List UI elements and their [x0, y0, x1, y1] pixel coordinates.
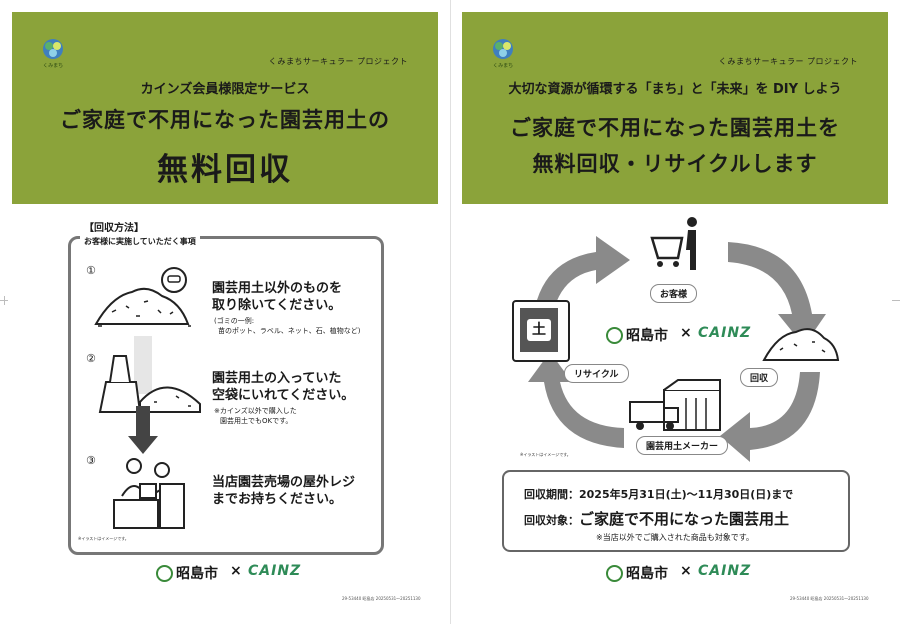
kumimachi-logo-icon — [43, 39, 63, 59]
arrow-top-left — [531, 236, 630, 342]
illustration-note: ※イラストはイメージです。 — [78, 536, 129, 541]
crop-mark — [4, 296, 5, 305]
collection-target: 回収対象：ご家庭で不用になった園芸用土 — [524, 510, 790, 528]
method-subtitle: お客様に実施していただく事項 — [84, 237, 196, 246]
recycle-cycle-arrows — [528, 236, 826, 462]
step-3-text: 当店園芸売場の屋外レジまでお持ちください。 — [212, 475, 356, 507]
factory-truck-icon — [629, 379, 721, 431]
method-heading: 【回収方法】 お客様に実施していただく事項 — [80, 222, 200, 248]
arrow-bottom-left — [528, 352, 624, 448]
method-title: 【回収方法】 — [84, 223, 144, 234]
collection-period: 回収期間：2025年5月31日(土)〜11月30日(日)まで — [524, 488, 794, 501]
divider — [450, 0, 451, 624]
banner-big-title: 無料回収 — [157, 152, 293, 188]
illustration-note: ※イラストはイメージです。 — [520, 452, 571, 457]
info-box: 回収期間：2025年5月31日(土)〜11月30日(日)まで 回収対象：ご家庭で… — [502, 470, 850, 552]
banner-title: ご家庭で不用になった園芸用土の — [60, 108, 390, 132]
soil-pile-icon — [94, 267, 191, 327]
step-2-text: 園芸用土の入っていた空袋にいれてください。 — [212, 371, 355, 403]
soil-pile-icon — [762, 328, 840, 361]
step-number: ① — [86, 264, 96, 277]
right-flyer: くみまち くみまちサーキュラー プロジェクト 大切な資源が循環する「まち」と「未… — [450, 0, 900, 624]
right-banner: くみまち くみまちサーキュラー プロジェクト 大切な資源が循環する「まち」と「未… — [462, 12, 888, 204]
print-code: 29-53440 昭島店 20250531〜20251130 — [790, 596, 869, 601]
bag-and-arrow-icon — [98, 336, 201, 454]
banner-title-line2: 無料回収・リサイクルします — [532, 152, 818, 176]
arrow-top-right — [728, 242, 826, 346]
soil-character: 土 — [527, 319, 551, 341]
arrow-bottom-right — [720, 372, 820, 462]
city-name: 昭島市 — [626, 566, 668, 582]
times-sign: × — [680, 563, 692, 579]
cainz-logo: CAINZ — [248, 563, 302, 579]
target-note: ※当店以外でご購入された商品も対象です。 — [596, 533, 754, 542]
step-2-note: ※カインズ以外で購入した園芸用土でもOKです。 — [214, 407, 297, 425]
crop-mark — [892, 300, 900, 301]
label-customer: お客様 — [650, 284, 698, 303]
logo-text: くみまち — [42, 63, 64, 69]
cainz-logo: CAINZ — [698, 325, 752, 341]
logo-text: くみまち — [492, 63, 514, 69]
soil-bag-icon: 土 — [512, 300, 570, 362]
city-name: 昭島市 — [176, 566, 218, 582]
left-flyer: くみまち くみまちサーキュラー プロジェクト カインズ会員様限定サービス ご家庭… — [0, 12, 438, 601]
checkout-counter-icon — [113, 458, 185, 529]
project-name: くみまちサーキュラー プロジェクト — [718, 57, 858, 66]
akishima-mark-icon — [156, 565, 173, 582]
left-banner: くみまち くみまちサーキュラー プロジェクト カインズ会員様限定サービス ご家庭… — [12, 12, 438, 204]
kumimachi-logo-icon — [493, 39, 513, 59]
project-name: くみまちサーキュラー プロジェクト — [268, 57, 408, 66]
cainz-logo: CAINZ — [698, 563, 752, 579]
akishima-mark-icon — [606, 565, 623, 582]
step-1-note: (ゴミの一例:苗のポット、ラベル、ネット、石、植物など) — [214, 317, 361, 335]
label-collect: 回収 — [740, 368, 779, 387]
banner-title-line1: ご家庭で不用になった園芸用土を — [510, 116, 840, 140]
step-number: ③ — [86, 454, 96, 467]
banner-subtitle: 大切な資源が循環する「まち」と「未来」を DIY しよう — [508, 82, 842, 97]
akishima-mark-icon — [606, 327, 623, 344]
print-code: 29-53440 昭島店 20250531〜20251130 — [342, 596, 421, 601]
customer-cart-icon — [650, 217, 697, 270]
label-recycle: リサイクル — [564, 364, 629, 383]
times-sign: × — [680, 325, 692, 341]
banner-subtitle: カインズ会員様限定サービス — [140, 82, 310, 97]
step-number: ② — [86, 352, 96, 365]
label-maker: 園芸用土メーカー — [636, 436, 729, 455]
city-name: 昭島市 — [626, 328, 668, 344]
step-1-text: 園芸用土以外のものを取り除いてください。 — [212, 281, 343, 313]
times-sign: × — [230, 563, 242, 579]
